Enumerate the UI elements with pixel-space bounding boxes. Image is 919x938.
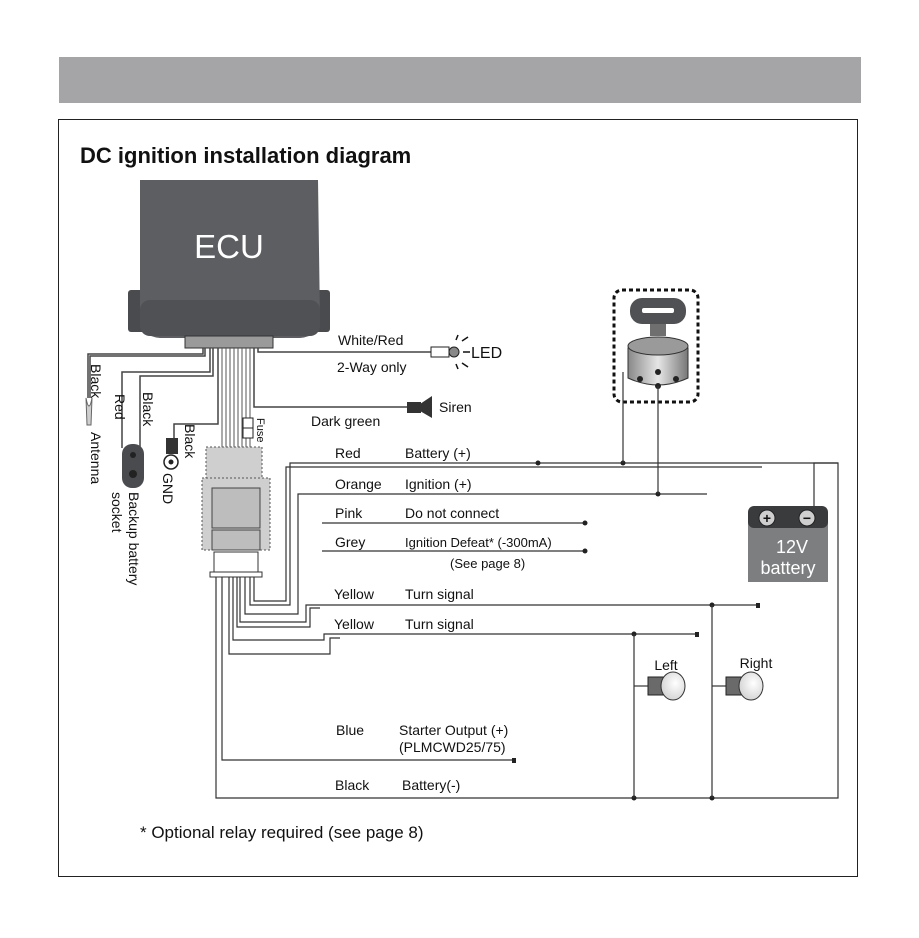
backup-wire-color-black: Black [140,392,156,427]
antenna-tip [85,397,93,426]
harness-color-red: Red [335,445,361,461]
harness-color-yellow-1: Yellow [334,586,375,602]
wire-terminals [512,460,760,801]
siren-label: Siren [439,399,472,415]
harness-function-do-not-connect: Do not connect [405,505,499,521]
harness-note-see-page: (See page 8) [450,556,525,571]
gnd-label: GND [160,473,176,504]
footnote: * Optional relay required (see page 8) [140,823,424,842]
led-wire-color: White/Red [338,332,403,348]
fuse-label: Fuse [254,418,266,442]
led-rays-icon [455,334,470,370]
harness-function-battery-negative: Battery(-) [402,777,460,793]
battery-minus-label: − [803,510,811,526]
diagram-title: DC ignition installation diagram [80,143,412,168]
battery-plus-label: + [763,510,771,526]
antenna-label: Antenna [88,432,104,484]
gnd-ring-terminal [163,454,179,470]
ecu-module: ECU [128,180,330,349]
backup-wire-color-red: Red [112,394,128,420]
harness-wires [215,462,839,799]
gnd-wire-color: Black [182,424,198,459]
harness-function-turn-signal-2: Turn signal [405,616,474,632]
harness-function-ignition-defeat: Ignition Defeat* (-300mA) [405,535,552,550]
led-label: LED [471,345,502,362]
siren-wire [253,348,408,408]
backup-battery-wires [121,348,214,448]
diagram-frame [58,119,858,877]
harness-color-blue: Blue [336,722,364,738]
harness-color-yellow-2: Yellow [334,616,375,632]
left-lamp-label: Left [654,657,677,673]
harness-function-starter-output: Starter Output (+) [399,722,508,738]
backup-battery-label-1: Backup battery [126,492,142,585]
harness-color-grey: Grey [335,534,365,550]
siren-icon [420,396,432,418]
backup-battery-label-2: socket [109,492,125,533]
battery-icon: + − 12V battery [748,506,828,582]
ecu-base [140,300,320,336]
gnd-connector [166,438,178,454]
led-wire-note: 2-Way only [337,359,407,375]
right-lamp-label: Right [740,655,773,671]
ecu-connector [184,335,274,349]
antenna-wire [87,348,206,398]
harness-color-black: Black [335,777,370,793]
harness-function-turn-signal-1: Turn signal [405,586,474,602]
battery-voltage-label: 12V [776,537,808,557]
siren-wire-color: Dark green [311,413,380,429]
backup-battery-socket [122,444,144,488]
ignition-switch-body [627,347,689,386]
harness-note-model: (PLMCWD25/75) [399,739,506,755]
harness-function-ignition: Ignition (+) [405,476,472,492]
led-housing [430,346,450,358]
harness-color-pink: Pink [335,505,363,521]
gnd-wire [173,348,219,441]
harness-function-battery: Battery (+) [405,445,471,461]
ecu-label: ECU [194,228,264,265]
harness-plug [213,551,259,575]
led-wire [257,348,432,353]
harness-color-orange: Orange [335,476,382,492]
ignition-switch-wires [622,372,659,494]
ecu-body [140,180,320,338]
header-bar [59,57,861,103]
right-lamp: Right [711,605,773,798]
battery-text-label: battery [760,558,815,578]
left-lamp: Left [633,634,686,798]
ignition-switch-frame [612,288,700,404]
harness-connector-top [205,446,263,482]
siren-connector [407,402,421,413]
antenna-wire-color: Black [88,364,104,399]
led-icon [448,346,460,358]
